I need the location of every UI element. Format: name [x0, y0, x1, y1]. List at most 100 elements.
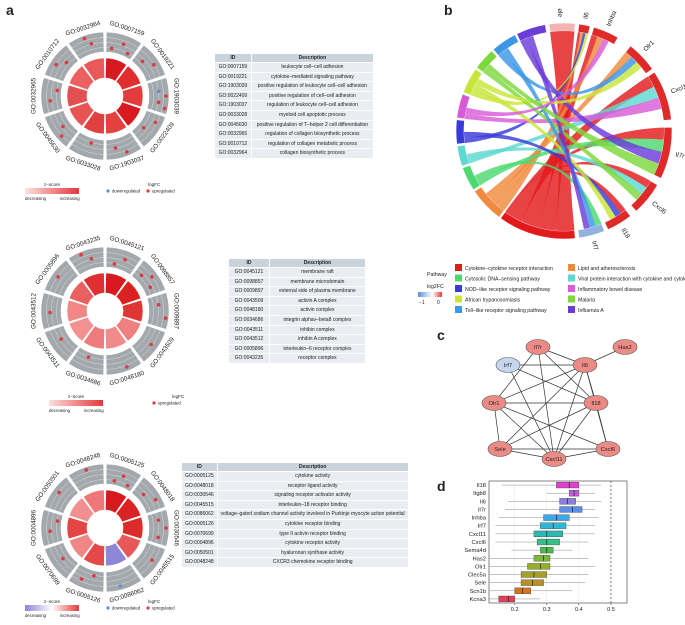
go-id-cell: GO:0005125 [181, 471, 218, 482]
chord-ribbon [505, 127, 664, 212]
go-description-cell: collagen biosynthetic process [250, 148, 375, 159]
zscore-segment [115, 533, 142, 559]
gene-dot [156, 535, 160, 540]
ring-gridline [140, 547, 161, 575]
chord-ribbon [505, 76, 654, 222]
increasing-label: increasing [60, 613, 80, 618]
y-category-label: Olr1 [475, 564, 486, 570]
ring-gridline [137, 485, 156, 511]
go-term-segment [131, 325, 166, 363]
ring-gridline [74, 474, 104, 485]
gene-dot [48, 99, 53, 103]
ring-gridline [51, 80, 55, 112]
pathway-legend-label: NOD–like receptor signaling pathway [465, 287, 551, 293]
go-description-cell: CXCR3 chemokine receptor binding [216, 557, 409, 568]
ring-gridline [106, 350, 133, 360]
go-id-cell: GO:0043235 [228, 353, 270, 364]
gene-dot [59, 134, 64, 138]
ring-gridline [46, 511, 50, 545]
network-node [612, 339, 638, 355]
chord-ribbon [464, 131, 621, 217]
table-header-cell: ID [228, 258, 270, 268]
go-description-cell: leukocyte cell–cell adhesion [250, 62, 375, 73]
go-term-label: GO:0032965 [31, 77, 38, 114]
ring-gridline [137, 328, 156, 354]
gene-dot [109, 46, 114, 51]
gene-dot [118, 584, 122, 588]
table-header-cell: ID [181, 462, 218, 472]
y-category-label: Inhba [471, 516, 486, 522]
y-category-label: Sele [474, 581, 486, 587]
go-id-cell: GO:0043511 [228, 324, 270, 336]
network-node [541, 451, 567, 467]
pathway-legend-label: African trypanosomiasis [465, 298, 520, 304]
zscore-segment [66, 516, 89, 540]
pathway-legend-label: Influenza A [578, 308, 604, 314]
zscore-segment [105, 542, 128, 567]
network-node-label: Olr1 [489, 401, 500, 407]
ring-gridline [106, 257, 136, 268]
y-category-label: Irf7 [478, 524, 486, 530]
network-node-label: Irf7 [504, 363, 512, 369]
chord-ribbon [491, 36, 604, 206]
ring-gridline [106, 47, 133, 57]
pathway-swatch [455, 285, 462, 292]
network-edge [553, 402, 597, 460]
zscore-segment [68, 497, 95, 523]
go-description-cell: regulation of leukocyte cell–cell adhesi… [250, 100, 375, 111]
zscore-segment [66, 299, 89, 323]
gene-dot [59, 337, 64, 341]
ring-gridline [71, 252, 104, 264]
go-id-cell: GO:0022409 [214, 90, 252, 102]
zscore-segment [68, 533, 95, 559]
ring-gridline [106, 37, 139, 49]
ring-gridline [106, 469, 139, 481]
gene-dot [152, 62, 156, 67]
go-id-cell: GO:0034686 [228, 314, 270, 326]
go-term-segment [44, 325, 79, 363]
go-id-cell: GO:0005896 [228, 343, 270, 355]
decreasing-label: decreasing [25, 613, 47, 618]
ring-gridline [106, 143, 139, 155]
ring-gridline [71, 575, 104, 587]
gene-dot [150, 275, 154, 279]
ring-gridline [74, 42, 104, 53]
downregulated-label: downregulated [112, 606, 141, 611]
chord-ribbon [464, 97, 662, 124]
go-id-cell: GO:0050501 [181, 547, 218, 559]
ring-gridline [74, 257, 104, 268]
pathway-swatch [568, 306, 575, 313]
ring-gridline [137, 53, 156, 79]
pathway-arc [455, 119, 466, 145]
gene-dot [92, 573, 96, 578]
pathway-legend-label: Cytokine–cytokine receptor interaction [465, 266, 553, 272]
zscore-segment [115, 65, 142, 91]
ring-gridline [106, 252, 139, 264]
go-description-cell: activin complex [268, 305, 367, 316]
ring-gridline [51, 295, 55, 327]
ring-gridline [134, 111, 152, 135]
gene-label: Cxcl6 [650, 200, 667, 216]
ring-gridline [51, 512, 55, 544]
gene-dot [55, 519, 60, 523]
go-circle-plot-1: GO:0007159GO:0019221GO:1903039GO:0022409… [31, 20, 180, 173]
panel-label-c: c [437, 327, 445, 343]
go-description-cell: positive regulation of T–helper 2 cell d… [250, 119, 375, 131]
network-edge [553, 364, 586, 460]
gene-label: Il18 [620, 227, 632, 240]
gene-dot [164, 526, 168, 530]
chord-ribbon [467, 86, 659, 164]
